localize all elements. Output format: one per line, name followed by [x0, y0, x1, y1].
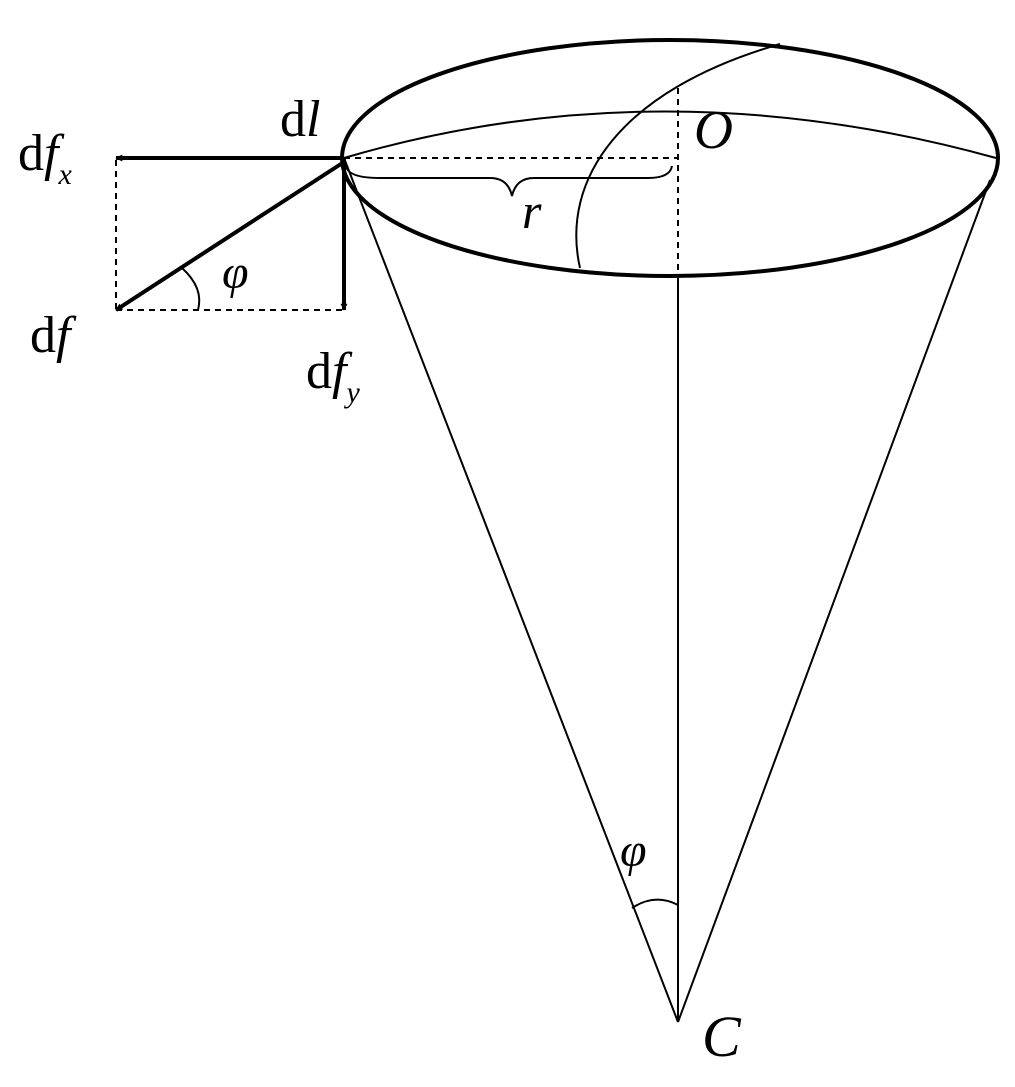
- radius-brace: [345, 165, 673, 197]
- label-dfy: dfy: [306, 343, 360, 409]
- label-r: r: [522, 183, 542, 239]
- cone-rim-inner-curve: [343, 110, 997, 159]
- df-arrow: [114, 160, 346, 312]
- label-O: O: [694, 100, 733, 160]
- label-df: df: [30, 307, 77, 364]
- cone-base-ellipse: [340, 38, 1000, 278]
- cone-right-generator: [677, 179, 991, 1023]
- cone-left-generator: [343, 157, 679, 1023]
- meridian-arc: [575, 43, 781, 269]
- label-dl: dl: [280, 91, 320, 148]
- label-phi-force: φ: [222, 246, 249, 299]
- label-phi-apex: φ: [620, 824, 647, 877]
- label-dfx: dfx: [18, 125, 72, 191]
- label-C: C: [702, 1004, 742, 1069]
- apex-angle-arc: [631, 898, 679, 909]
- force-angle-arc: [181, 267, 201, 311]
